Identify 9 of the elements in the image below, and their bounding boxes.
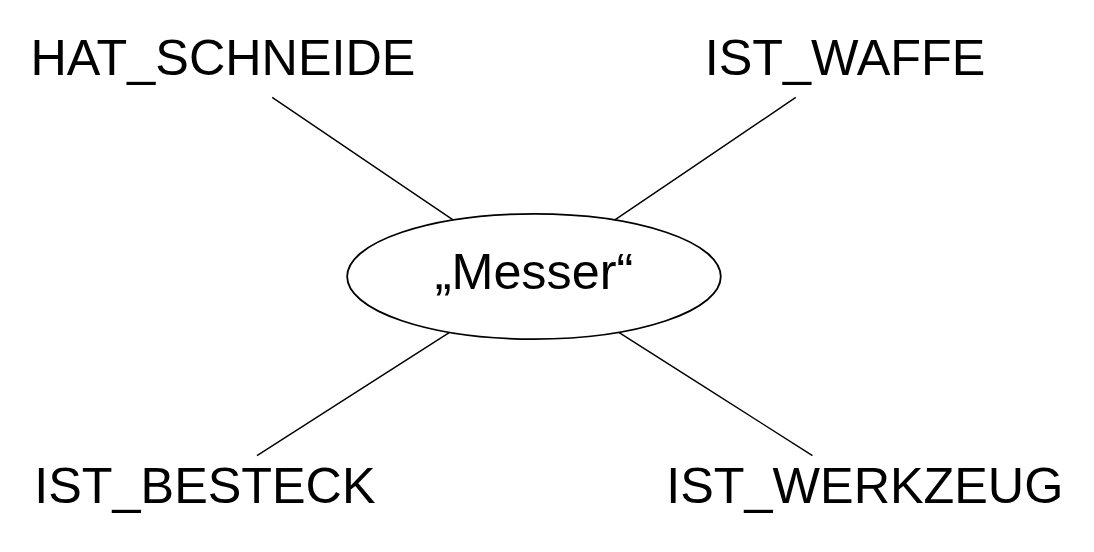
node-text: IST_WERKZEUG (666, 456, 1064, 514)
node-text: IST_WAFFE (704, 28, 986, 86)
connector (271, 96, 455, 221)
connector (618, 331, 814, 456)
connector (256, 331, 450, 456)
node-text: IST_BESTECK (34, 456, 376, 514)
node-ellipse: „Messer“ (346, 212, 722, 340)
connector (613, 96, 797, 221)
node-text: HAT_SCHNEIDE (30, 28, 416, 86)
